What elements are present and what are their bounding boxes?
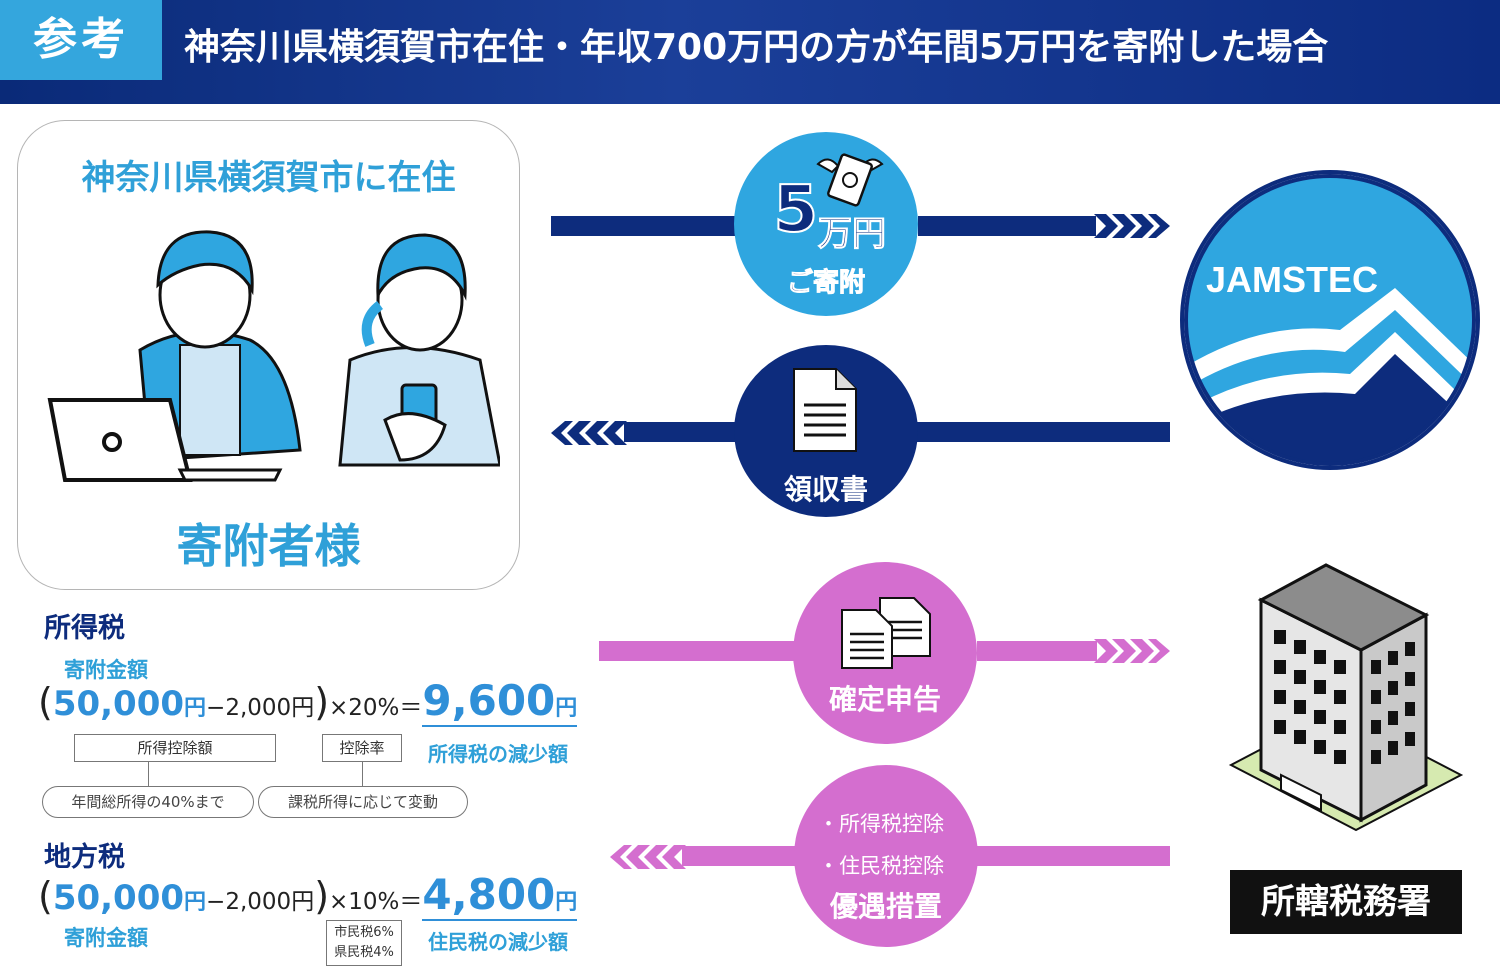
local-tax-rate: ×10% xyxy=(329,889,400,915)
donation-unit: 万円 xyxy=(818,214,887,255)
donation-flow-line-right xyxy=(918,216,1096,236)
page-title: 神奈川県横須賀市在住・年収700万円の方が年間5万円を寄附した場合 xyxy=(184,27,1329,68)
local-tax-formula: (50,000円−2,000円)×10%＝4,800円 xyxy=(38,870,578,921)
income-tax-threshold: 2,000 xyxy=(225,695,292,721)
donation-arrow-icon xyxy=(1094,214,1170,238)
deduction-rate-box: 控除率 xyxy=(322,734,402,762)
receipt-flow-line-right xyxy=(916,422,1170,442)
donation-amount: 5 xyxy=(772,173,819,247)
donor-title: 寄附者様 xyxy=(176,519,361,573)
prefecture-tax-rate: 県民税4% xyxy=(334,945,394,960)
filing-caption: 確定申告 xyxy=(828,683,941,716)
header-banner xyxy=(0,0,1500,104)
preferential-arrow-icon xyxy=(610,845,686,869)
preferential-item-resident-tax: ・住民税控除 xyxy=(818,854,944,878)
local-tax-donation-label: 寄附金額 xyxy=(64,926,148,950)
local-rate-breakdown-box: 市民税6% 県民税4% xyxy=(326,920,402,966)
deduction-note-pill: 年間総所得の40%まで xyxy=(42,786,254,818)
deduction-connector xyxy=(148,762,149,788)
preferential-flow-line-left xyxy=(682,846,796,866)
donors-illustration-icon xyxy=(47,230,500,482)
preferential-flow-line-right xyxy=(976,846,1170,866)
income-tax-result-label: 所得税の減少額 xyxy=(428,742,568,766)
income-tax-rate: ×20% xyxy=(329,695,400,721)
filing-arrow-icon xyxy=(1094,639,1170,663)
filing-flow-line-right xyxy=(977,641,1097,661)
income-deduction-box: 所得控除額 xyxy=(74,734,276,762)
preferential-item-income-tax: ・所得税控除 xyxy=(818,812,944,836)
receipt-flow-line-left xyxy=(624,422,738,442)
tax-office-label: 所轄税務署 xyxy=(1230,870,1462,934)
local-tax-threshold: 2,000 xyxy=(225,889,292,915)
woman-with-phone-icon xyxy=(338,233,500,467)
city-tax-rate: 市民税6% xyxy=(334,925,394,940)
reference-tag: 参考 xyxy=(0,0,162,80)
local-tax-donation-amount: 50,000 xyxy=(52,878,185,918)
documents-icon xyxy=(841,597,931,669)
local-tax-result-label: 住民税の減少額 xyxy=(428,930,568,954)
rate-connector xyxy=(362,762,363,788)
income-tax-formula: (50,000円−2,000円)×20%＝9,600円 xyxy=(38,676,578,727)
man-with-laptop-icon xyxy=(47,230,302,482)
jamstec-logo-text: JAMSTEC xyxy=(1206,259,1378,300)
filing-flow-line-left xyxy=(599,641,795,661)
income-tax-result: 9,600円 xyxy=(422,676,578,727)
flying-money-icon xyxy=(816,153,884,207)
income-tax-donation-amount: 50,000 xyxy=(52,684,185,724)
income-tax-donation-label: 寄附金額 xyxy=(64,658,148,682)
tax-office-building-icon xyxy=(1228,563,1464,832)
preferential-circle xyxy=(794,765,978,947)
receipt-caption: 領収書 xyxy=(783,473,868,506)
local-tax-title: 地方税 xyxy=(44,842,125,873)
donation-caption: ご寄附 xyxy=(786,268,865,299)
local-tax-result: 4,800円 xyxy=(422,870,578,921)
rate-note-pill: 課税所得に応じて変動 xyxy=(258,786,468,818)
donation-flow-line-left xyxy=(551,216,737,236)
jamstec-logo-icon: JAMSTEC xyxy=(1180,170,1480,470)
document-icon xyxy=(793,368,857,452)
income-tax-title: 所得税 xyxy=(44,613,125,644)
receipt-arrow-icon xyxy=(551,421,627,445)
donor-residence: 神奈川県横須賀市に在住 xyxy=(81,158,456,198)
preferential-caption: 優遇措置 xyxy=(829,890,942,923)
